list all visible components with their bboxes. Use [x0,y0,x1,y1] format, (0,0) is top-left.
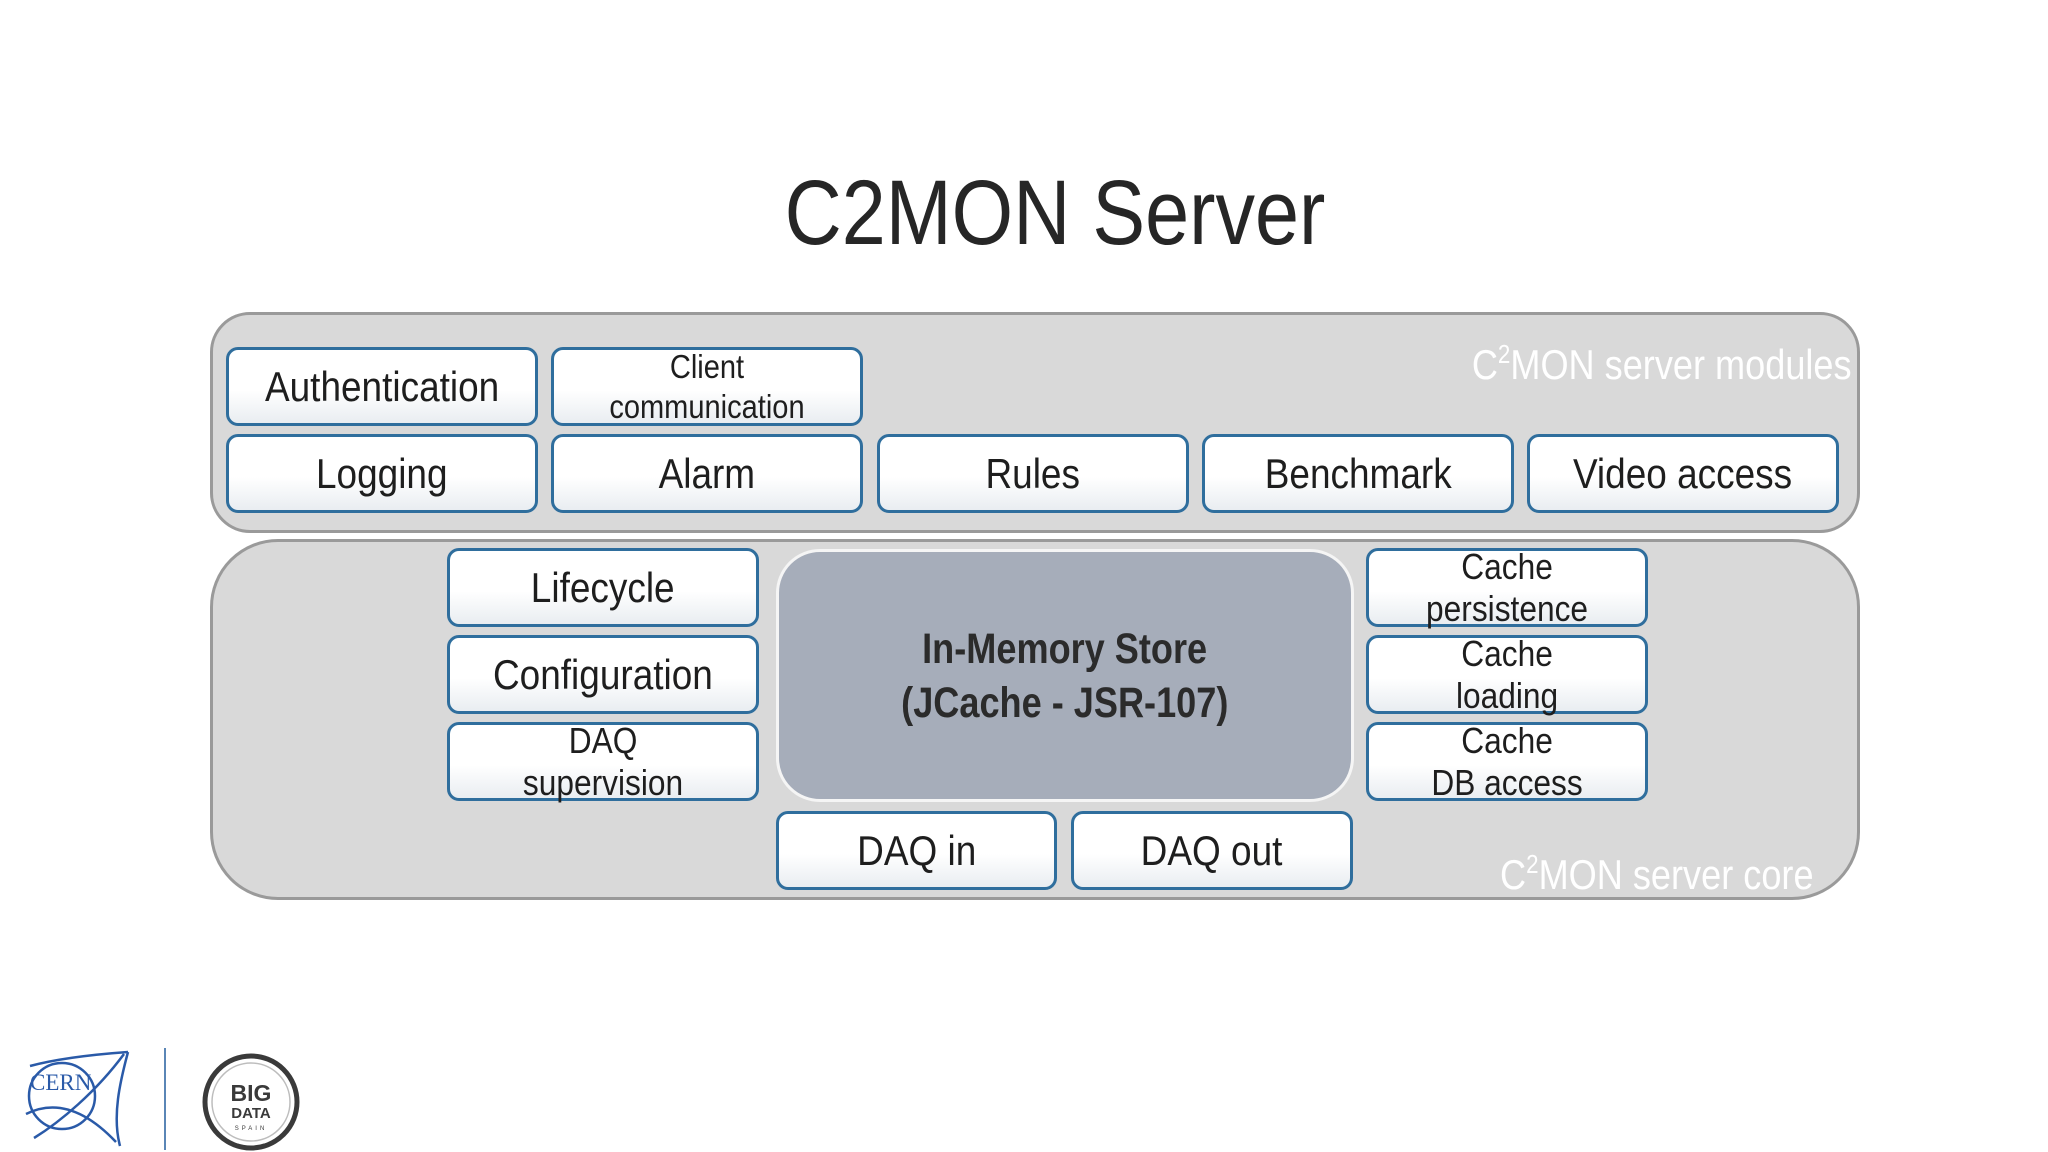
core-label: Cache persistence [1425,545,1589,629]
core-daq-out: DAQ out [1071,811,1353,890]
store-subtitle: (JCache - JSR-107) [901,678,1229,727]
module-label: Rules [985,449,1081,497]
server-core-label: C2MON server core [1500,849,1814,898]
big-data-line1: BIG [231,1080,272,1106]
module-alarm: Alarm [551,434,863,513]
module-label: Client communication [609,347,805,425]
module-label: Benchmark [1264,449,1452,497]
core-cache-db-access: Cache DB access [1366,719,1648,803]
core-label: Lifecycle [531,563,675,611]
module-rules: Rules [877,434,1189,513]
footer-divider [164,1048,166,1150]
core-cache-loading: Cache loading [1366,632,1648,716]
module-logging: Logging [226,434,538,513]
module-client-communication: Client communication [551,347,863,426]
page-title: C2MON Server [784,162,1326,264]
module-label: Logging [316,449,448,497]
core-daq-in: DAQ in [776,811,1057,890]
module-video-access: Video access [1527,434,1839,513]
core-label: Cache DB access [1431,719,1583,803]
module-label: Video access [1573,449,1793,497]
core-label: DAQ supervision [522,719,684,803]
cern-logo: CERN [25,1050,130,1147]
module-authentication: Authentication [226,347,538,426]
core-configuration: Configuration [447,635,759,714]
store-title: In-Memory Store [922,624,1208,673]
big-data-line2: DATA [231,1105,271,1122]
big-data-spain-logo: BIG DATA SPAIN [202,1053,300,1151]
core-label: Configuration [493,650,713,698]
core-lifecycle: Lifecycle [447,548,759,627]
in-memory-store: In-Memory Store (JCache - JSR-107) [776,549,1354,802]
core-daq-supervision: DAQ supervision [447,719,759,803]
big-data-line3: SPAIN [235,1126,268,1132]
server-modules-label: C2MON server modules [1472,339,1852,388]
cern-logo-text: CERN [30,1070,92,1095]
core-label: DAQ out [1141,826,1283,874]
core-cache-persistence: Cache persistence [1366,545,1648,629]
core-label: Cache loading [1455,632,1559,716]
module-label: Alarm [658,449,756,497]
module-label: Authentication [264,362,500,410]
core-label: DAQ in [856,826,977,874]
module-benchmark: Benchmark [1202,434,1514,513]
